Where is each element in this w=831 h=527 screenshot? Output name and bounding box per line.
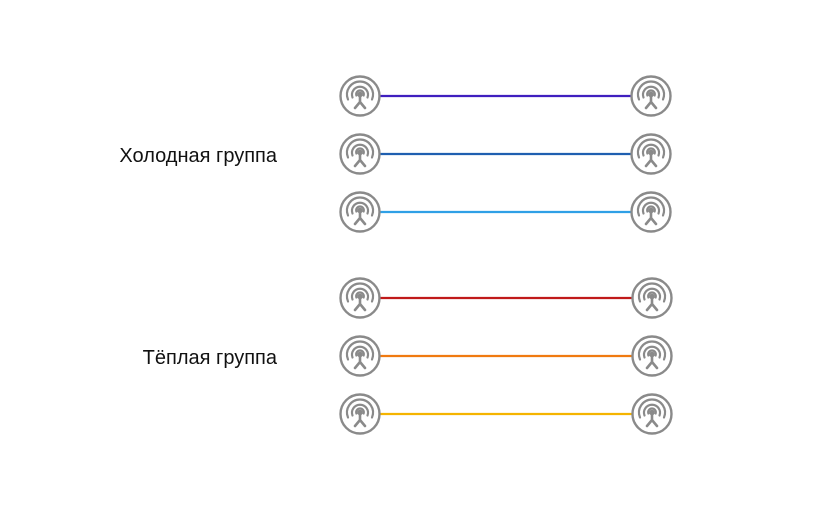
antenna-icon: [339, 75, 381, 117]
antenna-icon: [339, 393, 381, 435]
antenna-icon: [631, 335, 673, 377]
cold-group-label: Холодная группа: [119, 145, 277, 167]
antenna-icon: [630, 75, 672, 117]
warm-group: Тёплая группа: [143, 277, 673, 435]
antenna-icon: [339, 277, 381, 319]
antenna-icon: [630, 133, 672, 175]
antenna-icon: [630, 191, 672, 233]
antenna-icon: [339, 335, 381, 377]
cold-group: Холодная группа: [119, 75, 672, 233]
antenna-icon: [339, 191, 381, 233]
antenna-icon: [339, 133, 381, 175]
antenna-icon: [631, 393, 673, 435]
antenna-icon: [631, 277, 673, 319]
warm-group-label: Тёплая группа: [143, 347, 278, 369]
